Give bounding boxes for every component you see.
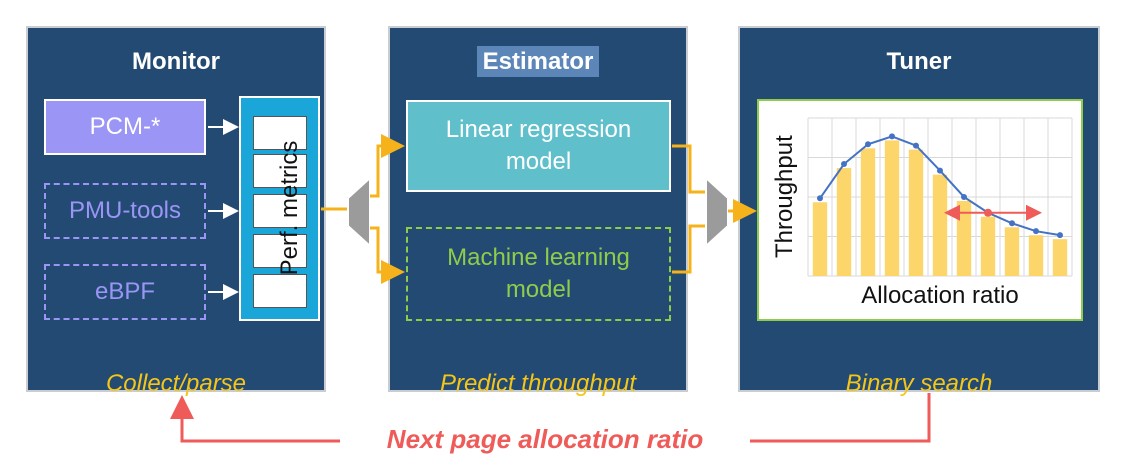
chart-bar — [980, 216, 996, 276]
metric-slot — [253, 116, 307, 150]
estimator-title: Estimator — [390, 46, 686, 77]
source-ebpf: eBPF — [44, 264, 206, 320]
chart-bar — [932, 174, 948, 276]
chart-bar — [1052, 239, 1068, 276]
chart-point — [889, 133, 895, 140]
arrow-to-ml — [370, 226, 405, 284]
chart-bar — [1028, 235, 1044, 276]
chart-point — [937, 167, 943, 174]
metric-slot — [253, 234, 307, 268]
monitor-caption: Collect/parse — [105, 370, 247, 397]
perf-metrics-box — [239, 96, 320, 321]
chart-point — [1009, 220, 1015, 227]
chart-point — [1057, 232, 1063, 239]
search-point — [984, 208, 992, 217]
feedback-arrow-right — [745, 393, 931, 443]
tuner-title: Tuner — [886, 48, 952, 75]
arrow-from-ml — [672, 224, 706, 274]
source-pmu-tools: PMU-tools — [44, 183, 206, 239]
tuner-caption: Binary search — [845, 370, 993, 397]
monitor-title: Monitor — [132, 48, 220, 75]
chart-point — [841, 161, 847, 168]
throughput-chart — [807, 117, 1073, 277]
chart-point — [913, 142, 919, 149]
metric-slot — [253, 194, 307, 228]
chart-bar — [860, 148, 876, 276]
metric-slot — [253, 154, 307, 188]
feedback-arrow-left — [170, 395, 345, 443]
chart-xlabel: Allocation ratio — [861, 282, 1019, 309]
machine-learning-model: Machine learning model — [406, 227, 671, 321]
arrow-from-linear — [672, 144, 706, 194]
chart-point — [865, 141, 871, 148]
chart-bar — [908, 149, 924, 276]
estimator-caption: Predict throughput — [439, 370, 637, 397]
chart-point — [1033, 228, 1039, 235]
source-pcm: PCM-* — [44, 99, 206, 155]
mux-shape — [705, 175, 729, 249]
demux-shape — [347, 175, 371, 249]
arrow-to-linear — [370, 134, 405, 198]
chart-bar — [812, 202, 828, 276]
linear-regression-model: Linear regression model — [406, 100, 671, 192]
chart-bar — [1004, 227, 1020, 276]
estimator-title-text: Estimator — [476, 46, 600, 77]
chart-point — [817, 195, 823, 202]
estimator-panel: Estimator Predict throughput — [388, 26, 688, 397]
chart-bar — [836, 168, 852, 276]
chart-point — [961, 193, 967, 200]
metric-slot — [253, 274, 307, 308]
feedback-label: Next page allocation ratio — [340, 424, 750, 455]
chart-bar — [884, 140, 900, 276]
